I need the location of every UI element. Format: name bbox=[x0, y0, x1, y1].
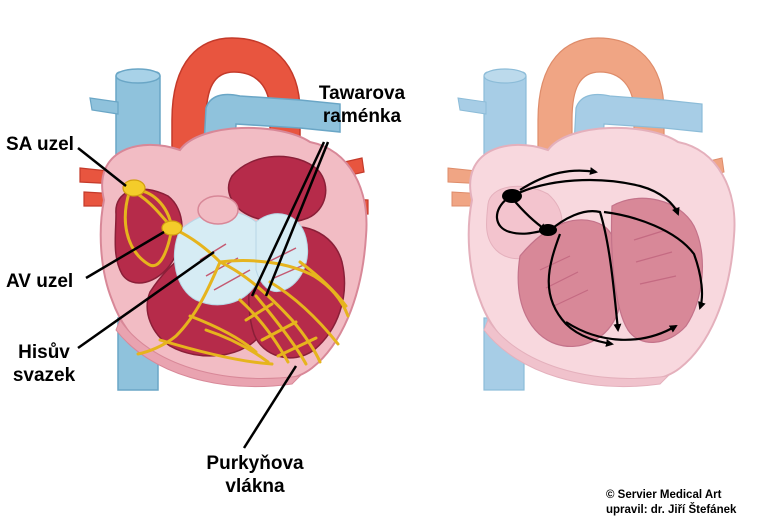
faded-pulmonary-artery bbox=[569, 93, 703, 221]
label-purkinje-line2: vlákna bbox=[225, 476, 285, 497]
leader-purkinje bbox=[242, 365, 298, 449]
leader-tawara-2 bbox=[264, 141, 330, 297]
label-sa-node: SA uzel bbox=[6, 134, 74, 155]
label-tawara-line2: raménka bbox=[322, 106, 402, 127]
leader-his bbox=[77, 250, 215, 350]
sa-node bbox=[122, 179, 146, 197]
arrow-bottom bbox=[565, 321, 678, 341]
left-heart bbox=[77, 37, 369, 449]
leader-sa bbox=[77, 147, 127, 187]
label-his-line1: Hisův bbox=[18, 342, 70, 363]
faded-av-node bbox=[539, 224, 557, 236]
label-tawara: Tawarova raménka bbox=[302, 82, 422, 128]
label-purkinje: Purkyňova vlákna bbox=[180, 452, 330, 498]
pulmonary-artery bbox=[199, 93, 341, 221]
label-purkinje-line1: Purkyňova bbox=[206, 453, 304, 474]
arrow-right-branch bbox=[547, 233, 614, 347]
arrow-sa-loop bbox=[495, 197, 547, 235]
label-his-line2: svazek bbox=[12, 365, 76, 386]
faded-sa-node bbox=[502, 189, 522, 203]
av-node bbox=[161, 220, 183, 236]
leader-lines bbox=[77, 141, 330, 449]
right-heart bbox=[447, 37, 736, 391]
credit-block: © Servier Medical Art upravil: dr. Jiří … bbox=[606, 488, 736, 518]
arrow-upper bbox=[519, 167, 598, 191]
leader-av bbox=[85, 230, 165, 280]
faded-right-ventricle bbox=[517, 219, 623, 348]
credit-line2: upravil: dr. Jiří Štefánek bbox=[606, 504, 737, 516]
arrow-left-branch bbox=[603, 210, 706, 310]
conduction-system bbox=[123, 188, 350, 366]
label-his-bundle: Hisův svazek bbox=[6, 341, 82, 387]
arrow-his-down bbox=[547, 210, 622, 332]
faded-left-ventricle bbox=[610, 197, 703, 343]
label-tawara-line1: Tawarova bbox=[318, 83, 406, 104]
left-atrium bbox=[227, 155, 327, 224]
label-av-node: AV uzel bbox=[6, 271, 74, 292]
leader-tawara-1 bbox=[250, 141, 326, 297]
arrow-to-left-atrium bbox=[511, 178, 680, 216]
credit-line1: © Servier Medical Art bbox=[606, 489, 722, 501]
